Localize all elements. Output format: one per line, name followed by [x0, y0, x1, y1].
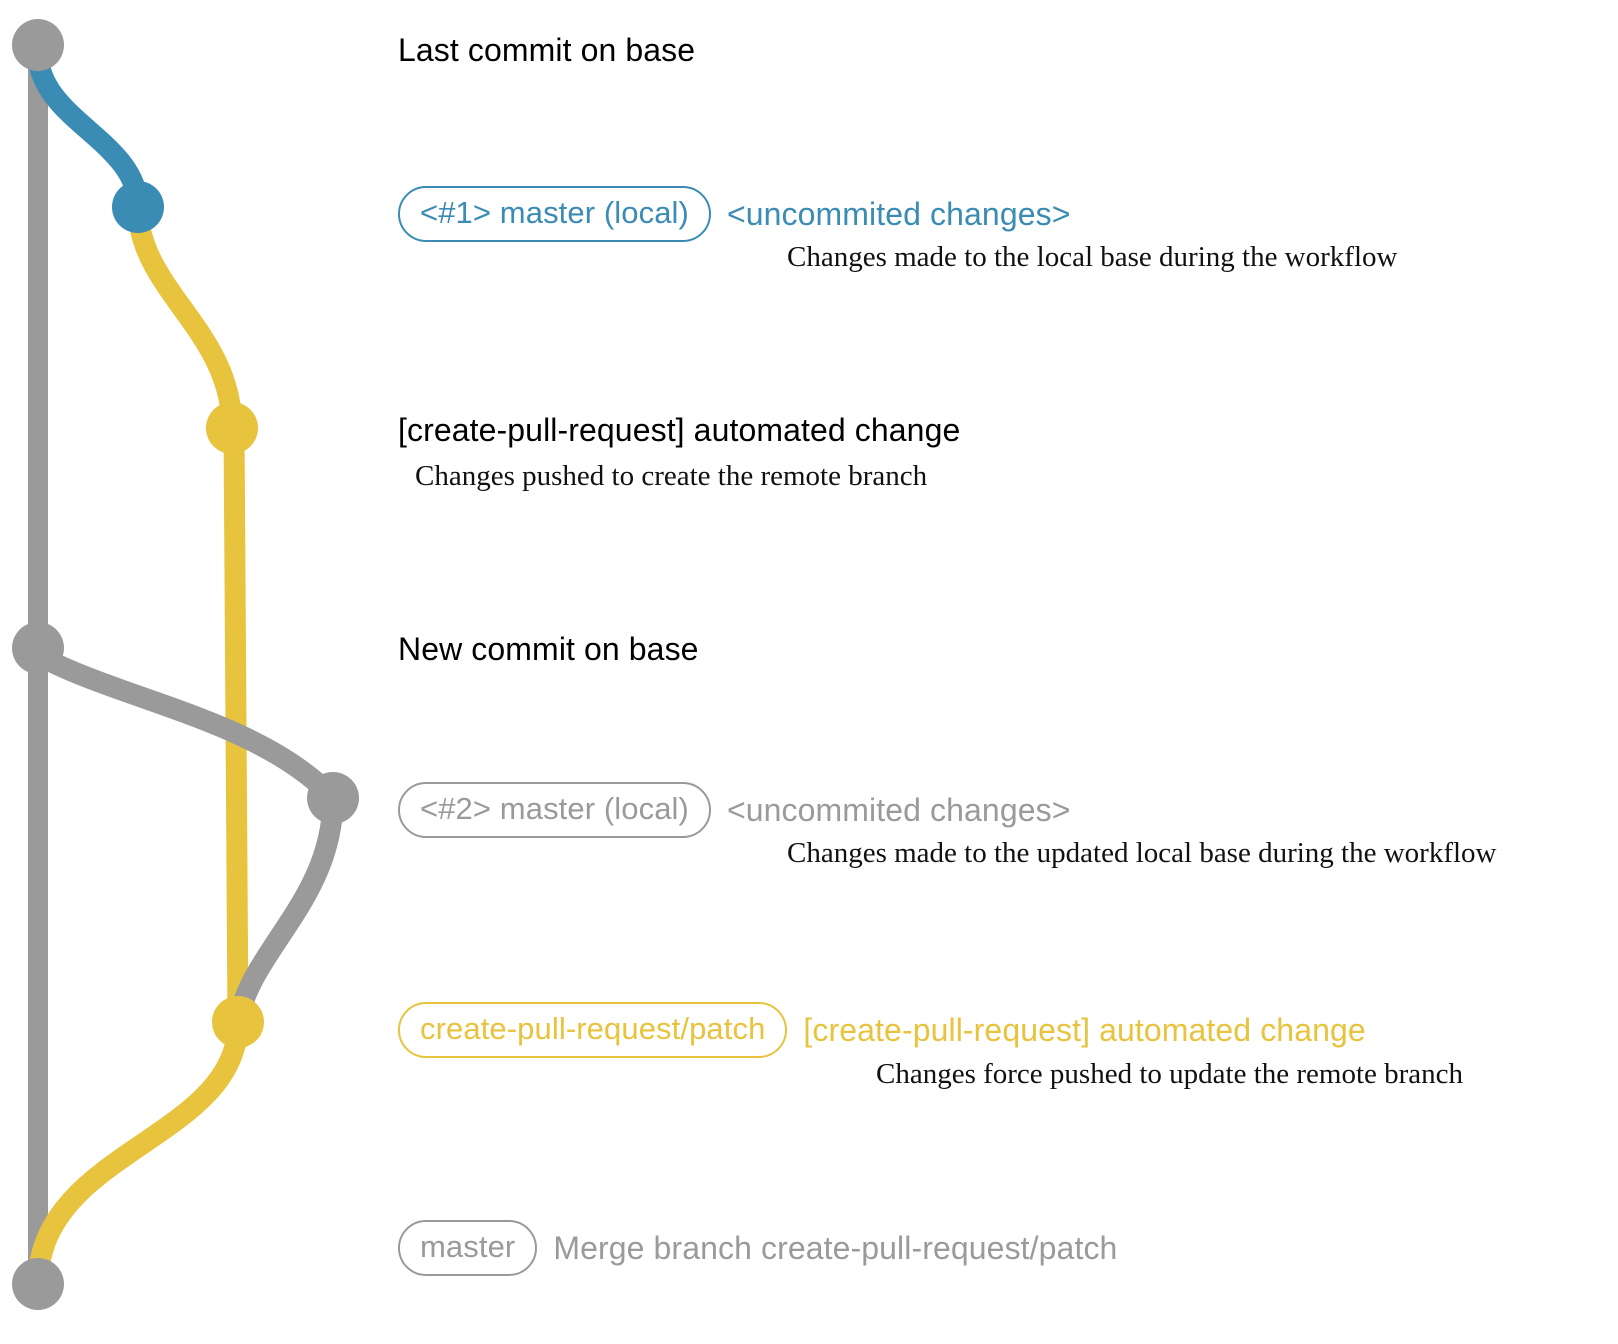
- row-last-commit-on-base-headline: Last commit on base: [398, 32, 696, 68]
- row-merge-commit-headline: Merge branch create-pull-request/patch: [553, 1230, 1118, 1266]
- row-local-change-2-headline: <uncommited changes>: [726, 792, 1071, 828]
- node-remote-commit-2[interactable]: [212, 996, 264, 1048]
- local-branch-edge-1: [27, 41, 149, 218]
- local2-to-remote2-edge: [227, 787, 344, 1033]
- row-local-change-2: <#2> master (local) <uncommited changes>: [398, 782, 1071, 838]
- row-merge-commit: master Merge branch create-pull-request/…: [398, 1220, 1117, 1276]
- node-local-commit-2[interactable]: [307, 772, 359, 824]
- row-local-change-1: <#1> master (local) <uncommited changes>: [398, 186, 1071, 242]
- base-to-local2-edge: [27, 644, 344, 809]
- node-last-commit-on-base[interactable]: [12, 19, 64, 71]
- branch-badge-local-1[interactable]: <#1> master (local): [398, 186, 711, 242]
- row-remote-force-push: create-pull-request/patch [create-pull-r…: [398, 1002, 1366, 1058]
- row-new-commit-on-base-headline: New commit on base: [398, 631, 699, 667]
- node-merge-commit[interactable]: [12, 1258, 64, 1310]
- node-local-commit-1[interactable]: [112, 181, 164, 233]
- merge-edge: [27, 1011, 249, 1295]
- branch-badge-master[interactable]: master: [398, 1220, 538, 1276]
- branch-badge-create-pull-request-patch[interactable]: create-pull-request/patch: [398, 1002, 788, 1058]
- branch-badge-local-2[interactable]: <#2> master (local): [398, 782, 711, 838]
- row-remote-force-push-headline: [create-pull-request] automated change: [803, 1012, 1366, 1048]
- row-local-change-2-subtext: Changes made to the updated local base d…: [787, 837, 1497, 869]
- row-remote-push-1-headline: [create-pull-request] automated change: [398, 412, 961, 448]
- node-new-commit-on-base[interactable]: [12, 622, 64, 674]
- row-local-change-1-subtext: Changes made to the local base during th…: [787, 241, 1398, 273]
- git-commit-graph: [12, 19, 359, 1310]
- node-remote-commit-1[interactable]: [206, 402, 258, 454]
- remote-branch-edge-1: [127, 196, 243, 439]
- row-remote-push-1-subtext: Changes pushed to create the remote bran…: [415, 460, 928, 492]
- row-local-change-1-headline: <uncommited changes>: [726, 196, 1071, 232]
- row-remote-force-push-subtext: Changes force pushed to update the remot…: [876, 1058, 1464, 1090]
